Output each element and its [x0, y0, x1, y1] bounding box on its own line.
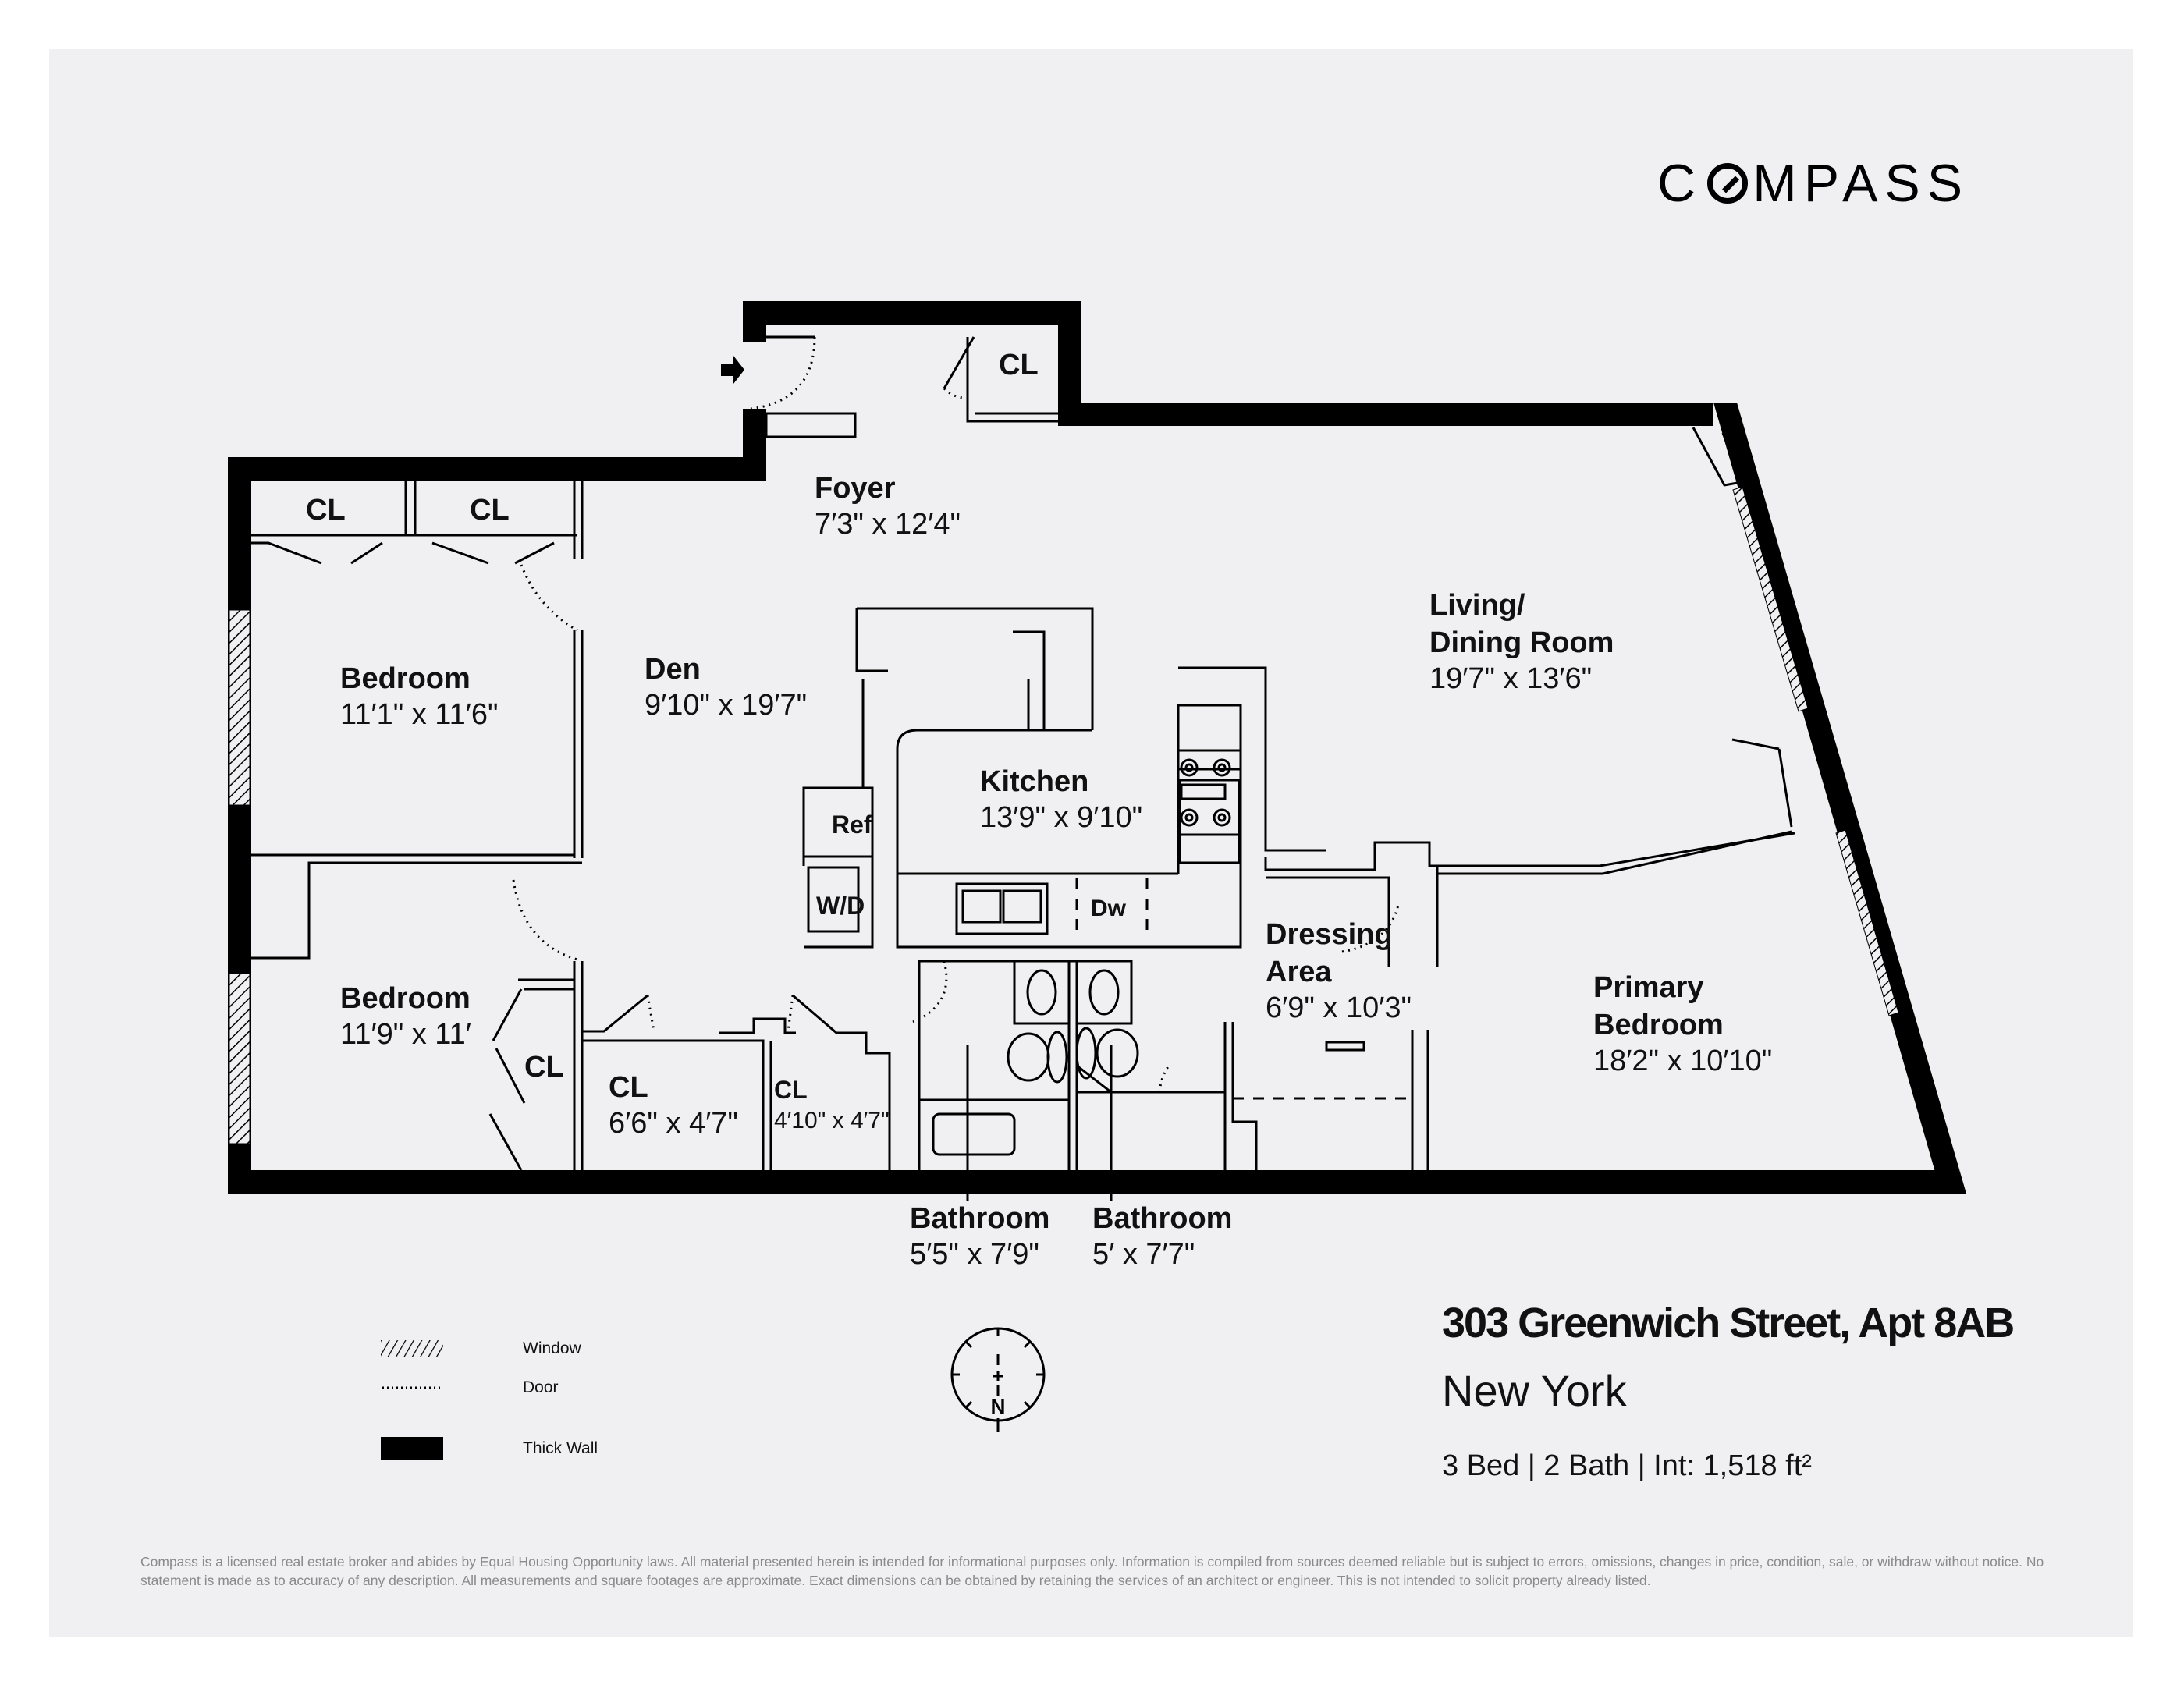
- property-address: 303 Greenwich Street, Apt 8AB: [1442, 1300, 2015, 1346]
- bath2-door-swing: [1158, 1065, 1170, 1093]
- property-city: New York: [1442, 1366, 1627, 1415]
- legend-label-window: Window: [523, 1339, 581, 1357]
- entry-arrow-icon: [721, 356, 744, 384]
- room-labels: Foyer 7′3" x 12′4" Den 9′10" x 19′7" Bed…: [306, 349, 1772, 1271]
- bedroom1-label: Bedroom: [340, 662, 471, 695]
- window-living: [1732, 486, 1809, 712]
- bath2-label: Bathroom: [1092, 1202, 1232, 1235]
- closet-small-label: CL: [774, 1076, 808, 1104]
- property-facts: 3 Bed | 2 Bath | Int: 1,518 ft²: [1442, 1449, 1812, 1482]
- legal-disclaimer: Compass is a licensed real estate broker…: [140, 1554, 2044, 1588]
- window-hatch-icon: [381, 1340, 443, 1357]
- bedroom2-dims: 11′9" x 11′: [340, 1018, 471, 1051]
- den-label: Den: [645, 653, 701, 686]
- bedroom2-door-swing: [512, 879, 578, 961]
- bedroom2-closet-label: CL: [524, 1051, 564, 1084]
- dishwasher-label: Dw: [1091, 896, 1127, 921]
- legend-item-door: Door: [381, 1378, 559, 1396]
- legend-label-door: Door: [523, 1378, 559, 1396]
- den-dims: 9′10" x 19′7": [645, 689, 807, 722]
- closet-small-dims: 4′10" x 4′7": [774, 1108, 890, 1133]
- bedroom1-closet-right-label: CL: [470, 494, 510, 527]
- bedroom1-dims: 11′1" x 11′6": [340, 698, 499, 731]
- legend-label-thick-wall: Thick Wall: [523, 1439, 598, 1457]
- window-bedroom1: [229, 609, 250, 806]
- primary-label-line1: Primary: [1593, 971, 1704, 1004]
- windows: [229, 486, 1899, 1144]
- bath2-dims: 5′ x 7′7": [1092, 1238, 1195, 1271]
- window-bedroom2: [229, 973, 250, 1144]
- kitchen-dims: 13′9" x 9′10": [980, 801, 1142, 834]
- bath1-dims: 5′5" x 7′9": [910, 1238, 1039, 1271]
- living-label-line1: Living/: [1429, 589, 1525, 622]
- closet-door-swing-2: [787, 995, 794, 1032]
- primary-dims: 18′2" x 10′10": [1593, 1045, 1772, 1077]
- stove-icon: [1177, 749, 1242, 836]
- bath1-label: Bathroom: [910, 1202, 1049, 1235]
- window-primary: [1835, 829, 1899, 1016]
- closet-door-swing: [646, 995, 655, 1032]
- foyer-closet-label: CL: [999, 349, 1039, 381]
- dressing-dims: 6′9" x 10′3": [1266, 991, 1412, 1024]
- primary-label-line2: Bedroom: [1593, 1009, 1724, 1041]
- dashed-lines: [1075, 878, 1412, 1100]
- refrigerator-label: Ref: [832, 811, 872, 839]
- logo-letter-c: C: [1657, 154, 1703, 213]
- foyer-dims: 7′3" x 12′4": [815, 508, 961, 541]
- entry-door-swing: [750, 336, 816, 410]
- bedroom2-label: Bedroom: [340, 982, 471, 1015]
- floorplan-panel: [49, 49, 2133, 1637]
- primary-door-swing: [1341, 904, 1400, 953]
- living-label-line2: Dining Room: [1429, 626, 1614, 659]
- legend-item-thick-wall: Thick Wall: [381, 1437, 598, 1460]
- compass-north-label: N: [991, 1395, 1006, 1418]
- logo-letters-mpass: MPASS: [1753, 154, 1970, 213]
- closet-large-dims: 6′6" x 4′7": [609, 1107, 738, 1140]
- living-dims: 19′7" x 13′6": [1429, 662, 1592, 695]
- bedroom1-closet-left-label: CL: [306, 494, 346, 527]
- compass-logo: C MPASS: [1657, 153, 1969, 214]
- den-bath-door-swing: [912, 960, 948, 1023]
- thick-wall-icon: [381, 1437, 443, 1460]
- legend-item-window: Window: [381, 1339, 581, 1357]
- kitchen-label: Kitchen: [980, 765, 1088, 798]
- dressing-label-line2: Area: [1266, 956, 1332, 988]
- washer-dryer-label: W/D: [816, 892, 865, 920]
- logo-compass-o-icon: [1707, 163, 1749, 204]
- door-dotted-icon: [382, 1386, 442, 1389]
- dressing-label-line1: Dressing: [1266, 918, 1393, 951]
- closet-large-label: CL: [609, 1071, 648, 1104]
- north-compass-icon: N: [950, 1327, 1046, 1432]
- doors: [512, 336, 1400, 1093]
- bedroom1-door-swing: [520, 564, 578, 632]
- foyer-label: Foyer: [815, 472, 896, 505]
